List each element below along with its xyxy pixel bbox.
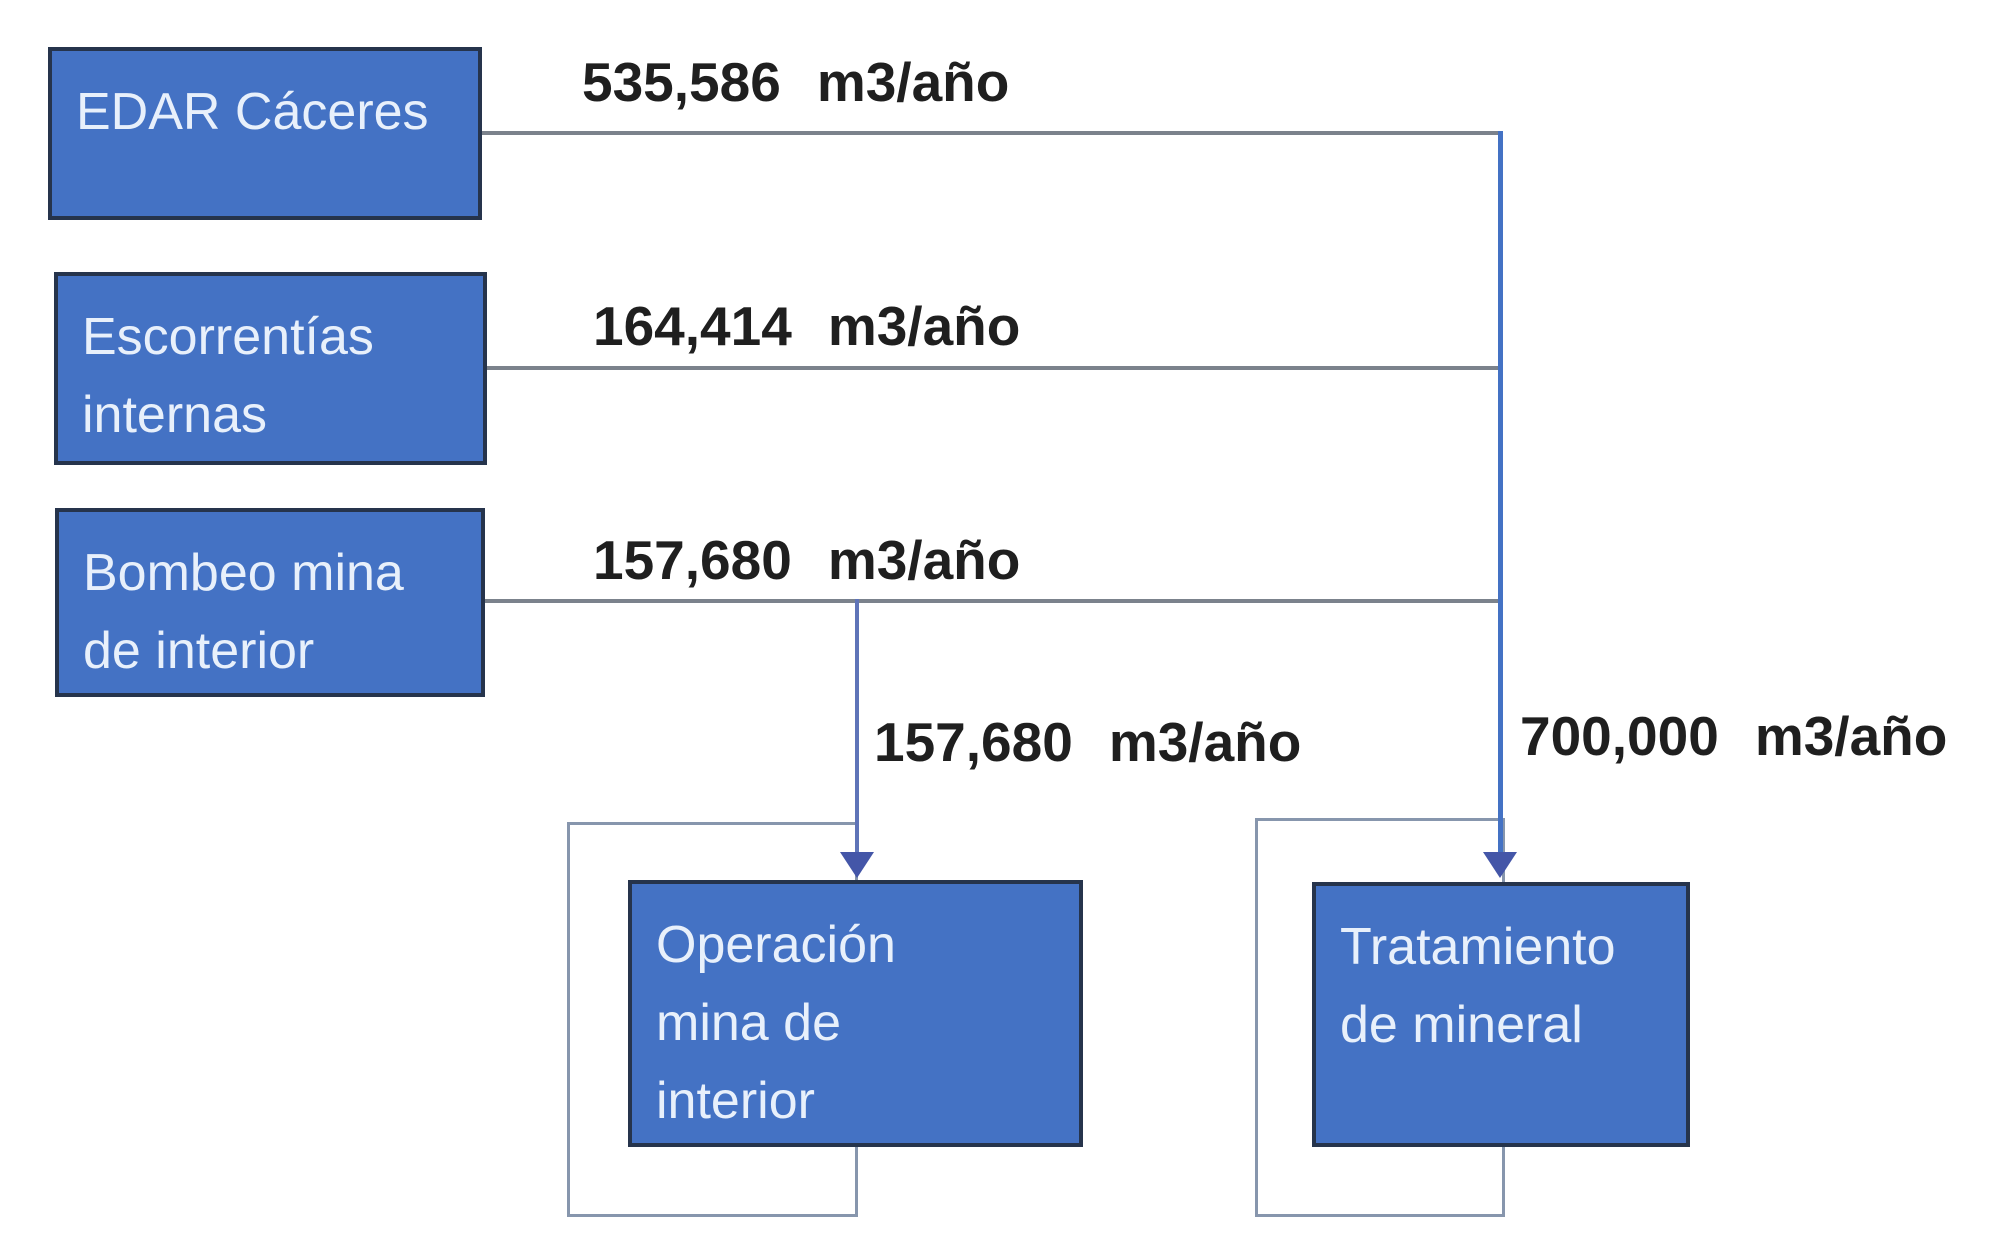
arrow-down-icon-operacion (840, 852, 874, 878)
flow-label-edar: 535,586 m3/año (582, 51, 1010, 114)
connector-bombeo-to-main (485, 599, 1503, 603)
connector-escorrentias-to-main (487, 366, 1503, 370)
flow-unit: m3/año (1108, 711, 1302, 773)
connector-branch-vertical (855, 599, 859, 856)
node-bombeo-mina-interior: Bombeo mina de interior (55, 508, 485, 697)
flow-value: 535,586 (582, 51, 781, 113)
flow-value: 157,680 (874, 711, 1073, 773)
flow-value: 700,000 (1520, 705, 1719, 767)
flow-unit: m3/año (1754, 705, 1948, 767)
flow-label-into-operacion: 157,680 m3/año (874, 711, 1302, 774)
node-tratamiento-mineral: Tratamiento de mineral (1312, 882, 1690, 1147)
flow-value: 157,680 (593, 529, 792, 591)
flow-label-into-tratamiento: 700,000 m3/año (1520, 705, 1948, 768)
flow-value: 164,414 (593, 295, 792, 357)
connector-edar-to-main (482, 131, 1503, 135)
connector-main-vertical (1498, 131, 1503, 856)
flow-unit: m3/año (816, 51, 1010, 113)
node-edar-caceres: EDAR Cáceres (48, 47, 482, 220)
flow-label-bombeo: 157,680 m3/año (593, 529, 1021, 592)
arrow-down-icon-tratamiento (1483, 852, 1517, 878)
flow-unit: m3/año (827, 529, 1021, 591)
flow-unit: m3/año (827, 295, 1021, 357)
flow-label-escorrentias: 164,414 m3/año (593, 295, 1021, 358)
node-escorrentias-internas: Escorrentías internas (54, 272, 487, 465)
node-operacion-mina-interior: Operación mina de interior (628, 880, 1083, 1147)
